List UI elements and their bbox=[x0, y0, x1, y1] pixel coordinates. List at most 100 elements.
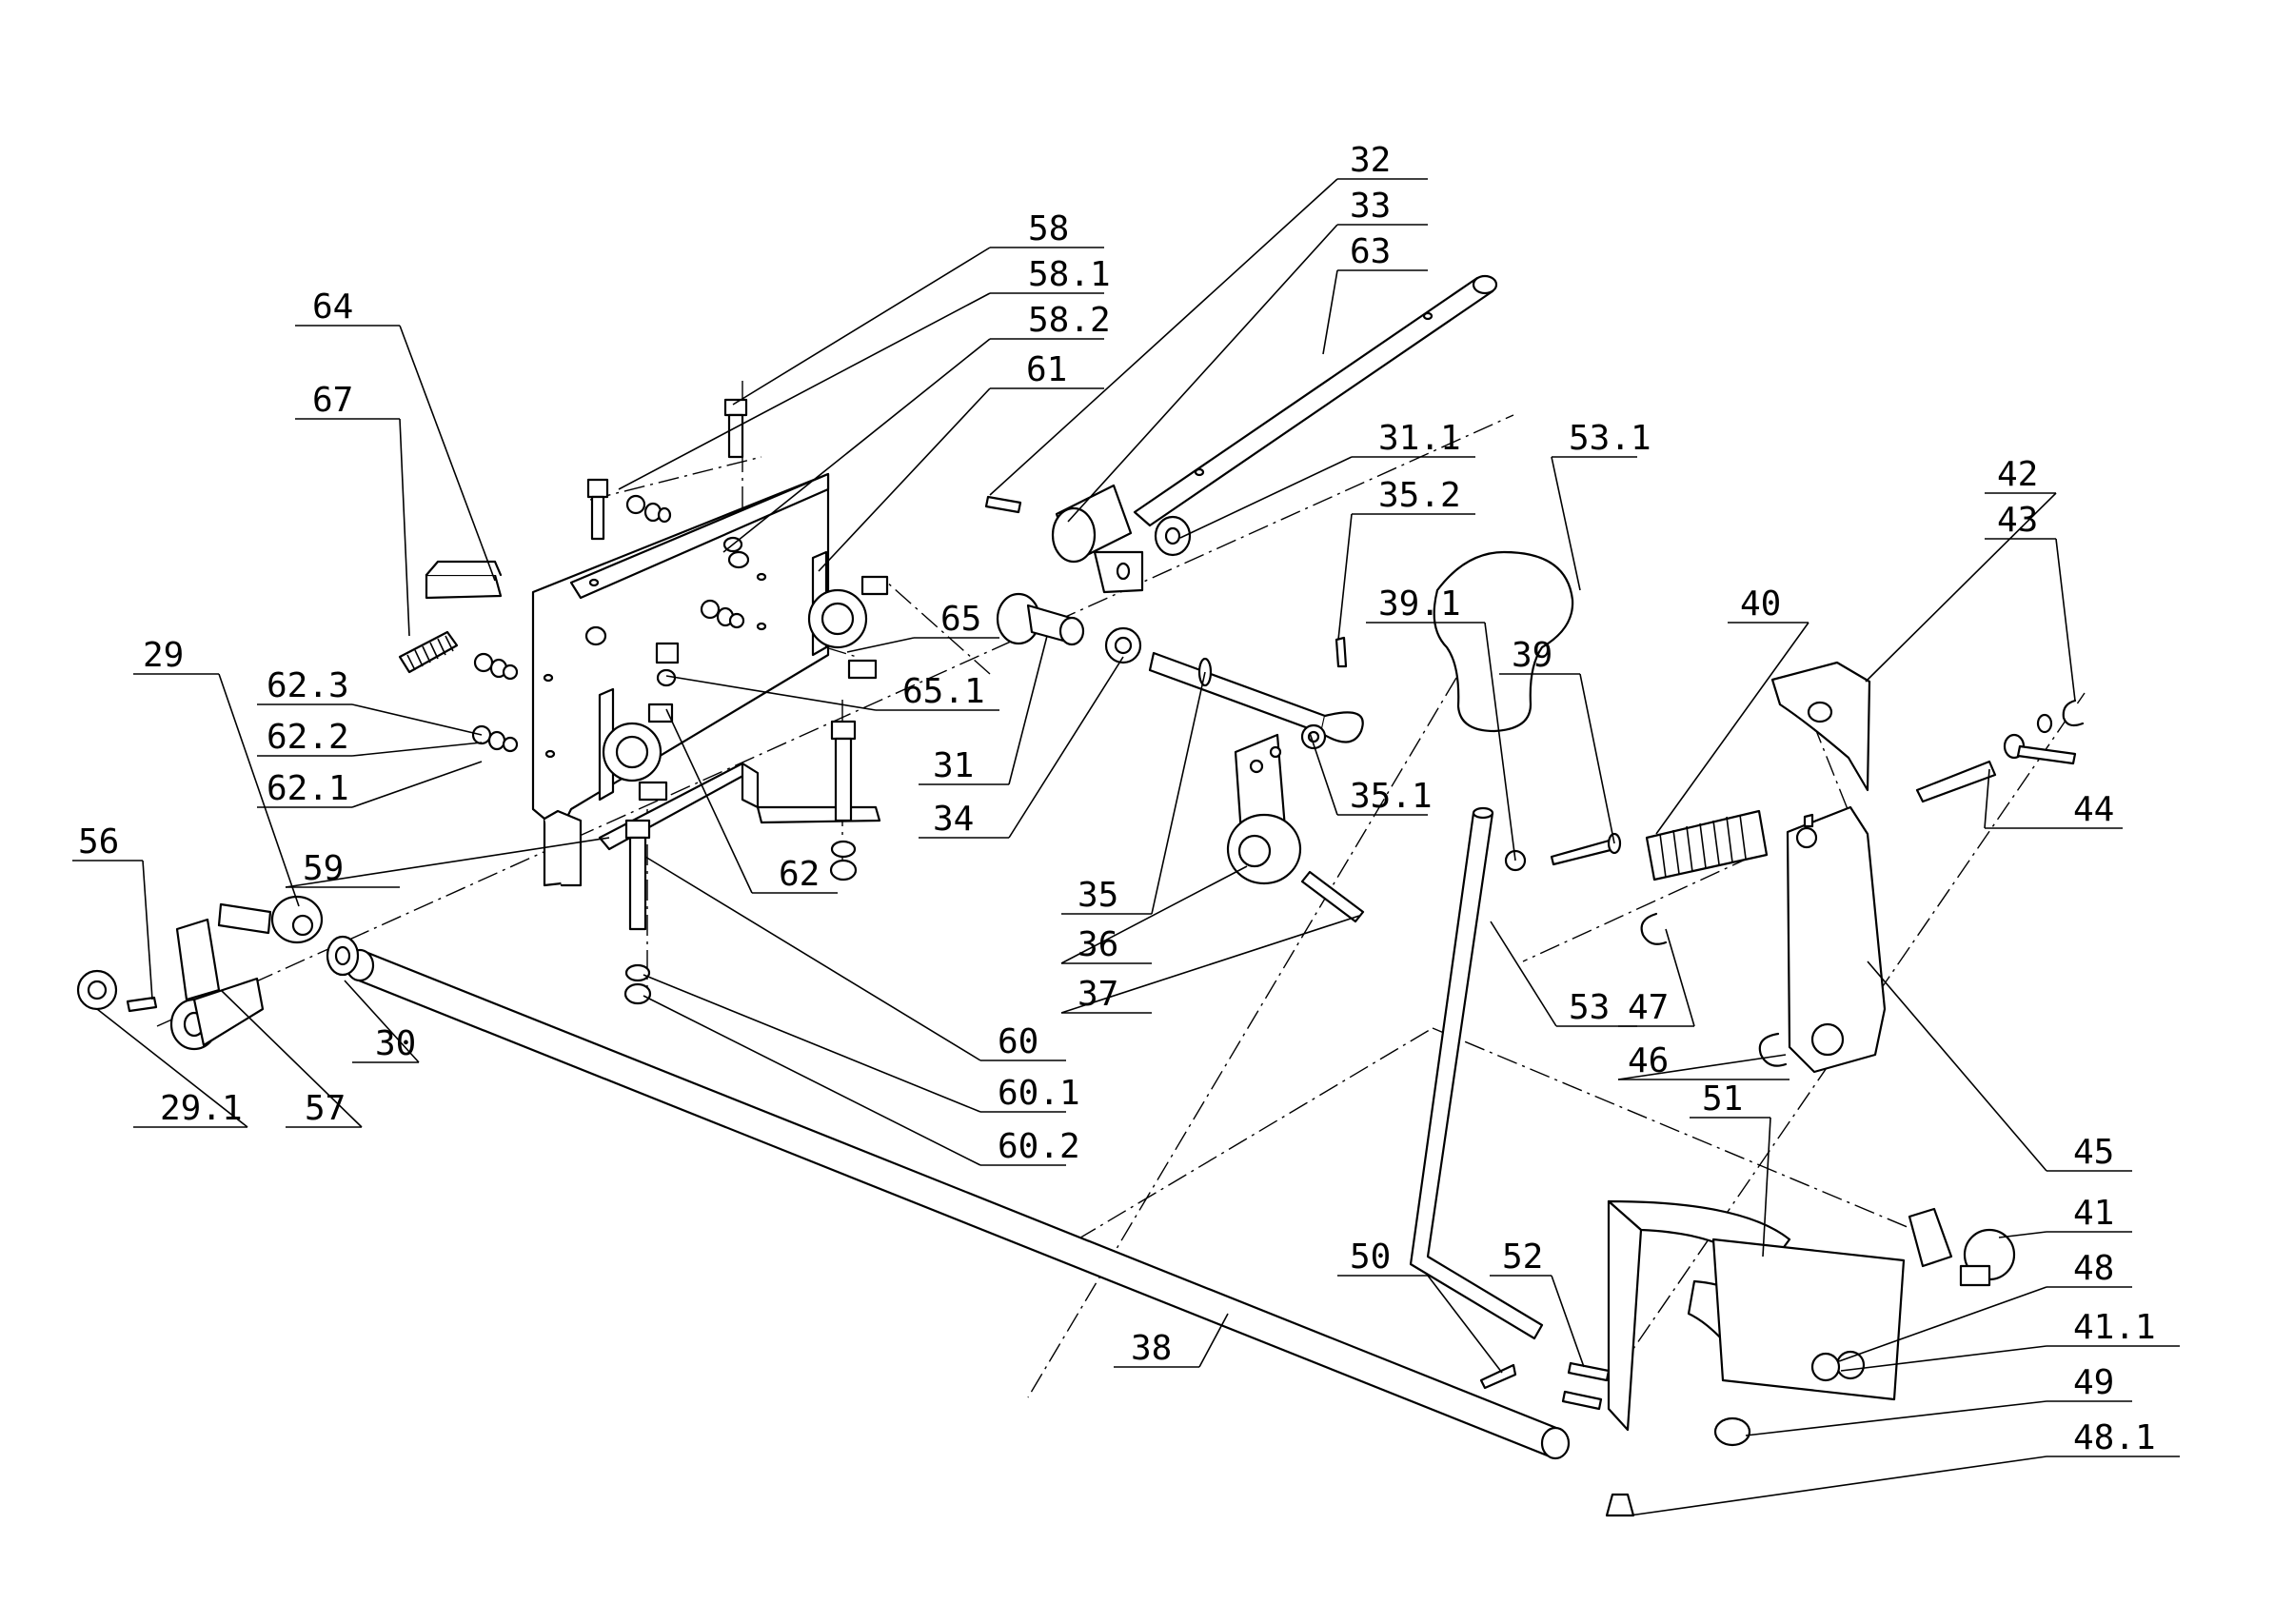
callout-leader bbox=[1060, 915, 1360, 1014]
callout-32: 32 bbox=[989, 141, 1428, 496]
callout-number: 59 bbox=[303, 849, 344, 888]
callout-40: 40 bbox=[1655, 584, 1809, 835]
part-56-pin bbox=[126, 996, 158, 1013]
callout-number: 30 bbox=[375, 1024, 416, 1063]
callout-leader bbox=[1008, 656, 1124, 839]
callout-number: 50 bbox=[1350, 1238, 1391, 1277]
callout-65: 65 bbox=[846, 600, 999, 653]
callout-number: 62.3 bbox=[267, 666, 349, 705]
part-51-shift-gate bbox=[1607, 1199, 1906, 1432]
callout-leader bbox=[351, 761, 483, 808]
callout-leader bbox=[96, 1008, 248, 1128]
callout-35-2: 35.2 bbox=[1337, 476, 1475, 641]
callout-number: 48 bbox=[2073, 1249, 2114, 1288]
callout-number: 31.1 bbox=[1378, 419, 1461, 458]
callout-number: 64 bbox=[312, 287, 353, 327]
callout-number: 58.2 bbox=[1028, 301, 1111, 340]
callout-leader bbox=[1867, 961, 2047, 1172]
callout-41: 41 bbox=[1998, 1194, 2132, 1238]
callout-number: 53.1 bbox=[1569, 419, 1651, 458]
part-50-pin bbox=[1479, 1363, 1517, 1390]
callout-58: 58 bbox=[732, 209, 1104, 406]
callout-60-1: 60.1 bbox=[643, 974, 1080, 1113]
callout-number: 39.1 bbox=[1378, 584, 1461, 624]
part-47-e-clip bbox=[1640, 912, 1668, 945]
callout-leader bbox=[1617, 1054, 1787, 1080]
part-53-shift-lever bbox=[1409, 806, 1544, 1340]
callout-number: 43 bbox=[1997, 501, 2038, 540]
callout-leader bbox=[644, 856, 981, 1061]
callout-35-1: 35.1 bbox=[1309, 732, 1433, 816]
callout-number: 58 bbox=[1028, 209, 1069, 248]
callout-number: 29 bbox=[143, 636, 184, 675]
callout-leader bbox=[1865, 492, 2057, 683]
callout-number: 39 bbox=[1512, 636, 1552, 675]
callout-53-1: 53.1 bbox=[1551, 419, 1651, 591]
callout-number: 29.1 bbox=[160, 1089, 243, 1128]
callout-36: 36 bbox=[1060, 865, 1248, 964]
callout-number: 42 bbox=[1997, 455, 2038, 494]
part-61-upper-bearing bbox=[584, 550, 889, 687]
part-29-1-nut bbox=[76, 969, 118, 1011]
callout-leader bbox=[1151, 671, 1206, 915]
part-36-lever-arm bbox=[1226, 733, 1302, 885]
callout-number: 35.1 bbox=[1350, 777, 1433, 816]
part-49-washer bbox=[1713, 1416, 1751, 1447]
part-29-ball-joint bbox=[217, 895, 324, 944]
callout-leader bbox=[618, 292, 991, 490]
callout-number: 62.2 bbox=[267, 718, 349, 757]
part-43-washer bbox=[2036, 699, 2085, 734]
callout-59: 59 bbox=[285, 837, 610, 888]
part-32-pin bbox=[984, 495, 1022, 514]
callout-leader bbox=[732, 247, 991, 406]
callout-number: 49 bbox=[2073, 1363, 2114, 1402]
callout-53: 53 bbox=[1490, 921, 1637, 1027]
callout-leader bbox=[989, 178, 1338, 496]
callout-number: 44 bbox=[2073, 790, 2114, 829]
callout-number: 65 bbox=[940, 600, 981, 639]
callout-leader bbox=[643, 974, 981, 1113]
part-31-1-bushing bbox=[1154, 515, 1192, 557]
callout-29: 29 bbox=[133, 636, 300, 907]
callout-62-1: 62.1 bbox=[257, 761, 483, 808]
callout-leader bbox=[1745, 1400, 2047, 1436]
callout-number: 51 bbox=[1702, 1079, 1743, 1119]
callout-49: 49 bbox=[1745, 1363, 2132, 1436]
part-63-shift-rod bbox=[1133, 274, 1498, 527]
callout-leader bbox=[1838, 1286, 2047, 1362]
callout-number: 33 bbox=[1350, 187, 1391, 226]
callout-number: 56 bbox=[78, 822, 119, 862]
callout-labels: 3233635858.158.261646731.135.253.16565.1… bbox=[72, 141, 2180, 1516]
callout-number: 61 bbox=[1026, 350, 1067, 389]
callout-37: 37 bbox=[1060, 915, 1360, 1014]
part-42-guide bbox=[1770, 661, 1871, 792]
part-46-e-clip bbox=[1758, 1032, 1788, 1067]
part-40-coil-spring bbox=[1645, 809, 1769, 881]
callout-35: 35 bbox=[1061, 671, 1206, 915]
callout-44: 44 bbox=[1984, 768, 2123, 829]
callout-45: 45 bbox=[1867, 961, 2132, 1172]
callout-48: 48 bbox=[1838, 1249, 2132, 1362]
callout-leader bbox=[285, 837, 610, 888]
callout-leader bbox=[1067, 224, 1338, 523]
callout-number: 60.1 bbox=[998, 1074, 1080, 1113]
part-48-1-grease-fitting bbox=[1605, 1493, 1635, 1517]
callout-leader bbox=[1665, 928, 1695, 1027]
callout-number: 40 bbox=[1740, 584, 1781, 624]
callout-leader bbox=[142, 860, 153, 1000]
callout-leader bbox=[665, 708, 753, 894]
callout-43: 43 bbox=[1985, 501, 2076, 702]
callout-39-1: 39.1 bbox=[1366, 584, 1516, 862]
callout-number: 62 bbox=[779, 855, 820, 894]
callout-number: 60 bbox=[998, 1022, 1038, 1061]
callout-60: 60 bbox=[644, 856, 1066, 1061]
part-44-pin bbox=[1915, 733, 2077, 803]
part-41-ball-joint bbox=[1810, 1207, 2016, 1382]
callout-31-1: 31.1 bbox=[1179, 419, 1475, 539]
callout-29-1: 29.1 bbox=[96, 1008, 248, 1128]
callout-number: 31 bbox=[933, 746, 974, 785]
callout-63: 63 bbox=[1322, 232, 1428, 355]
callout-60-2: 60.2 bbox=[643, 995, 1080, 1166]
callout-58-1: 58.1 bbox=[618, 255, 1111, 490]
